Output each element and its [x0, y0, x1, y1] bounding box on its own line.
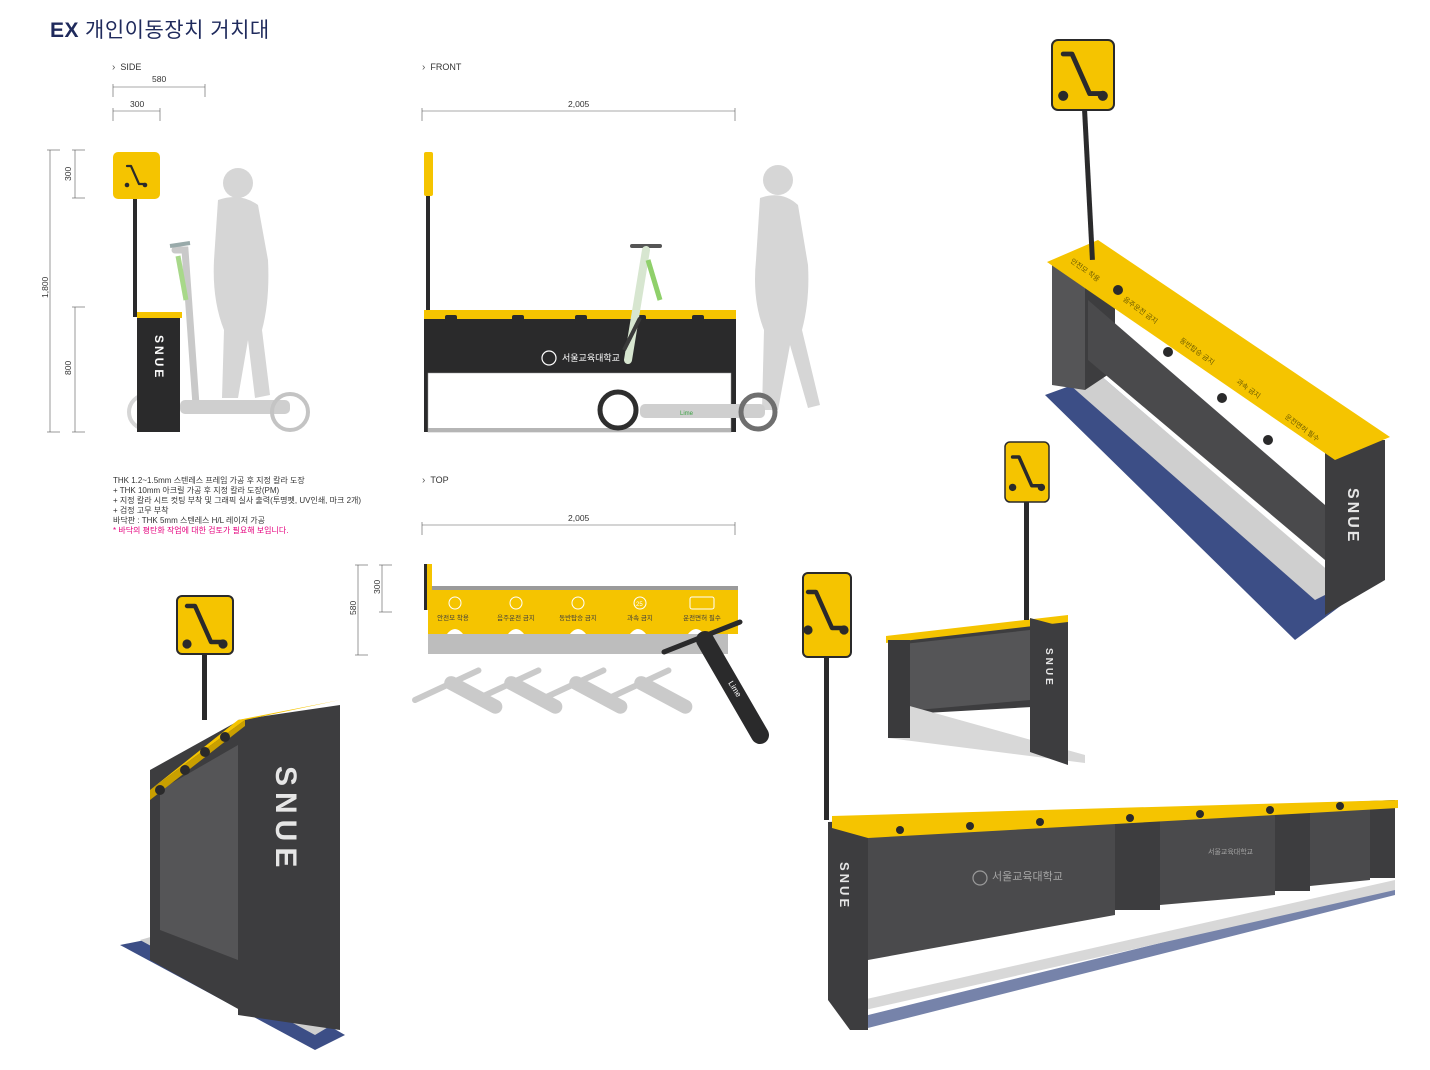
speed-limit-icon — [633, 596, 647, 610]
front-view: 서울교육대학교 Lime — [421, 108, 820, 433]
title-prefix: EX — [50, 19, 80, 42]
spec-note: + 지정 칼라 시트 컷팅 부착 및 그래픽 실사 출력(투명펫, UV인쇄, … — [113, 496, 362, 505]
spec-note: + THK 10mm 아크릴 가공 후 지정 칼라 도장(PM) — [113, 486, 280, 495]
top-view-label: ›TOP — [422, 475, 449, 486]
top-label: 음주운전 금지 — [497, 613, 535, 622]
render-bottom-left: SNUE — [120, 595, 345, 1050]
spec-note: THK 1.2~1.5mm 스텐레스 프레임 가공 후 지정 칼라 도장 — [113, 476, 305, 485]
warning-note: * 바닥의 평탄화 작업에 대한 검토가 필요해 보입니다. — [113, 526, 289, 535]
side-view — [47, 84, 206, 433]
helmet-icon — [448, 596, 462, 610]
side-dim-width-total: 580 — [152, 74, 167, 84]
top-scooter: Lime — [661, 619, 769, 744]
side-dim-width-partial: 300 — [130, 99, 145, 109]
render-long-school-name-2: 서울교육대학교 — [1208, 847, 1254, 856]
render-bottom-brand-text: SNUE — [269, 766, 302, 873]
top-label: 동반탑승 금지 — [559, 613, 597, 622]
top-ghost-scooters — [412, 667, 693, 714]
title-text: 개인이동장치 거치대 — [85, 19, 270, 42]
render-small-brand-text: SNUE — [1043, 648, 1054, 688]
spec-note: 바닥판 : THK 5mm 스텐레스 H/L 레이저 가공 — [113, 516, 266, 525]
top-label: 안전모 착용 — [437, 613, 469, 622]
top-speed-badge: 25 — [636, 602, 643, 608]
front-school-logo: 서울교육대학교 — [541, 350, 620, 366]
front-human-silhouette — [755, 165, 820, 410]
side-view-label: ›SIDE — [112, 62, 142, 73]
chevron-right-icon: › — [422, 62, 426, 73]
render-top-right: 안전모 착용 음주운전 금지 동반탑승 금지 과속 금지 운전면허 필수 SNU… — [1045, 39, 1390, 640]
side-rack: SNUE — [113, 152, 182, 432]
render-long-school-name: 서울교육대학교 — [992, 870, 1063, 883]
front-school-name: 서울교육대학교 — [562, 353, 620, 363]
spec-note: + 검정 고무 부착 — [113, 506, 169, 515]
front-scooter: Lime — [597, 244, 778, 432]
chevron-right-icon: › — [112, 62, 116, 73]
top-label: 운전면허 필수 — [683, 613, 721, 622]
no-drink-icon — [509, 596, 523, 610]
render-long-brand-text: SNUE — [837, 862, 852, 910]
no-passenger-icon — [571, 596, 585, 610]
top-view: 25 안전모 착용 음주운전 금지 동반탑승 금지 과속 금지 운전면허 필수 … — [355, 522, 769, 744]
license-icon — [689, 596, 715, 610]
top-label: 과속 금지 — [627, 613, 653, 622]
side-brand-text: SNUE — [152, 335, 166, 380]
spec-notes: THK 1.2~1.5mm 스텐레스 프레임 가공 후 지정 칼라 도장 + T… — [113, 476, 361, 536]
top-dim-width: 2,005 — [568, 513, 590, 523]
front-scooter-brand: Lime — [680, 411, 694, 417]
render-brand-text: SNUE — [1344, 488, 1361, 544]
render-bottom-right: 서울교육대학교 서울교육대학교 SNUE — [803, 572, 1398, 1030]
render-middle-right: SNUE — [886, 441, 1085, 765]
front-dim-width: 2,005 — [568, 99, 590, 109]
side-human-silhouette — [213, 168, 270, 398]
front-view-label: ›FRONT — [422, 62, 462, 73]
chevron-right-icon: › — [422, 475, 426, 486]
